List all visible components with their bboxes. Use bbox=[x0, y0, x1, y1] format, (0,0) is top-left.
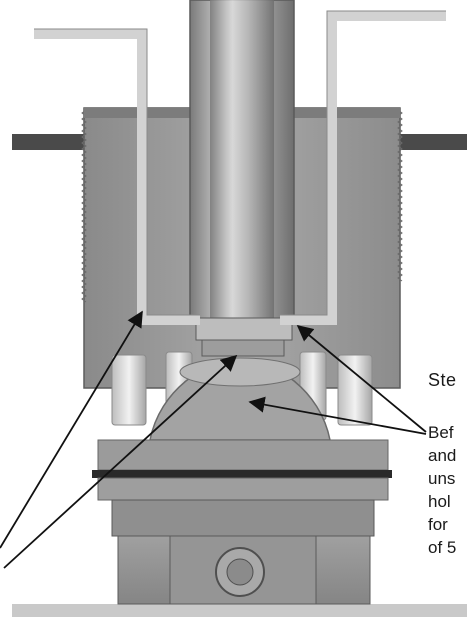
flange-collar bbox=[111, 499, 375, 537]
knurl-right bbox=[397, 109, 403, 282]
instruction-line: uns bbox=[428, 469, 456, 488]
step-heading: Ste bbox=[428, 370, 457, 390]
instruction-line: hol bbox=[428, 492, 451, 511]
base-block-right bbox=[309, 535, 371, 605]
base-plate bbox=[12, 604, 467, 617]
base-block-left bbox=[117, 535, 179, 605]
instruction-line: for bbox=[428, 515, 448, 534]
side-rod-right bbox=[398, 134, 467, 150]
leader-arrow bbox=[3, 354, 238, 569]
leader-arrow bbox=[0, 310, 143, 549]
l-rod-right-outline bbox=[280, 10, 446, 316]
knurl-left bbox=[81, 109, 87, 303]
shaft-nut bbox=[201, 339, 285, 357]
flange-lower bbox=[97, 477, 389, 501]
bell-top bbox=[179, 357, 301, 387]
leader-arrows bbox=[0, 310, 427, 569]
flange-upper bbox=[97, 439, 389, 471]
leader-arrow bbox=[296, 324, 427, 433]
bolt bbox=[111, 354, 147, 426]
instruction-line: and bbox=[428, 446, 457, 465]
shaft-inner bbox=[210, 0, 274, 320]
port-fitting-inner bbox=[226, 558, 254, 586]
l-rod-right bbox=[280, 11, 446, 325]
l-rod-left bbox=[34, 29, 200, 325]
leader-arrow bbox=[248, 396, 427, 435]
instruction-line: Bef bbox=[428, 423, 454, 442]
shaft-collar bbox=[195, 317, 293, 341]
instruction-line: of 5 bbox=[428, 538, 457, 557]
l-rod-left-outline bbox=[34, 28, 200, 316]
bolt bbox=[337, 354, 373, 426]
gasket-ring bbox=[92, 470, 392, 478]
side-rod-left bbox=[12, 134, 90, 150]
